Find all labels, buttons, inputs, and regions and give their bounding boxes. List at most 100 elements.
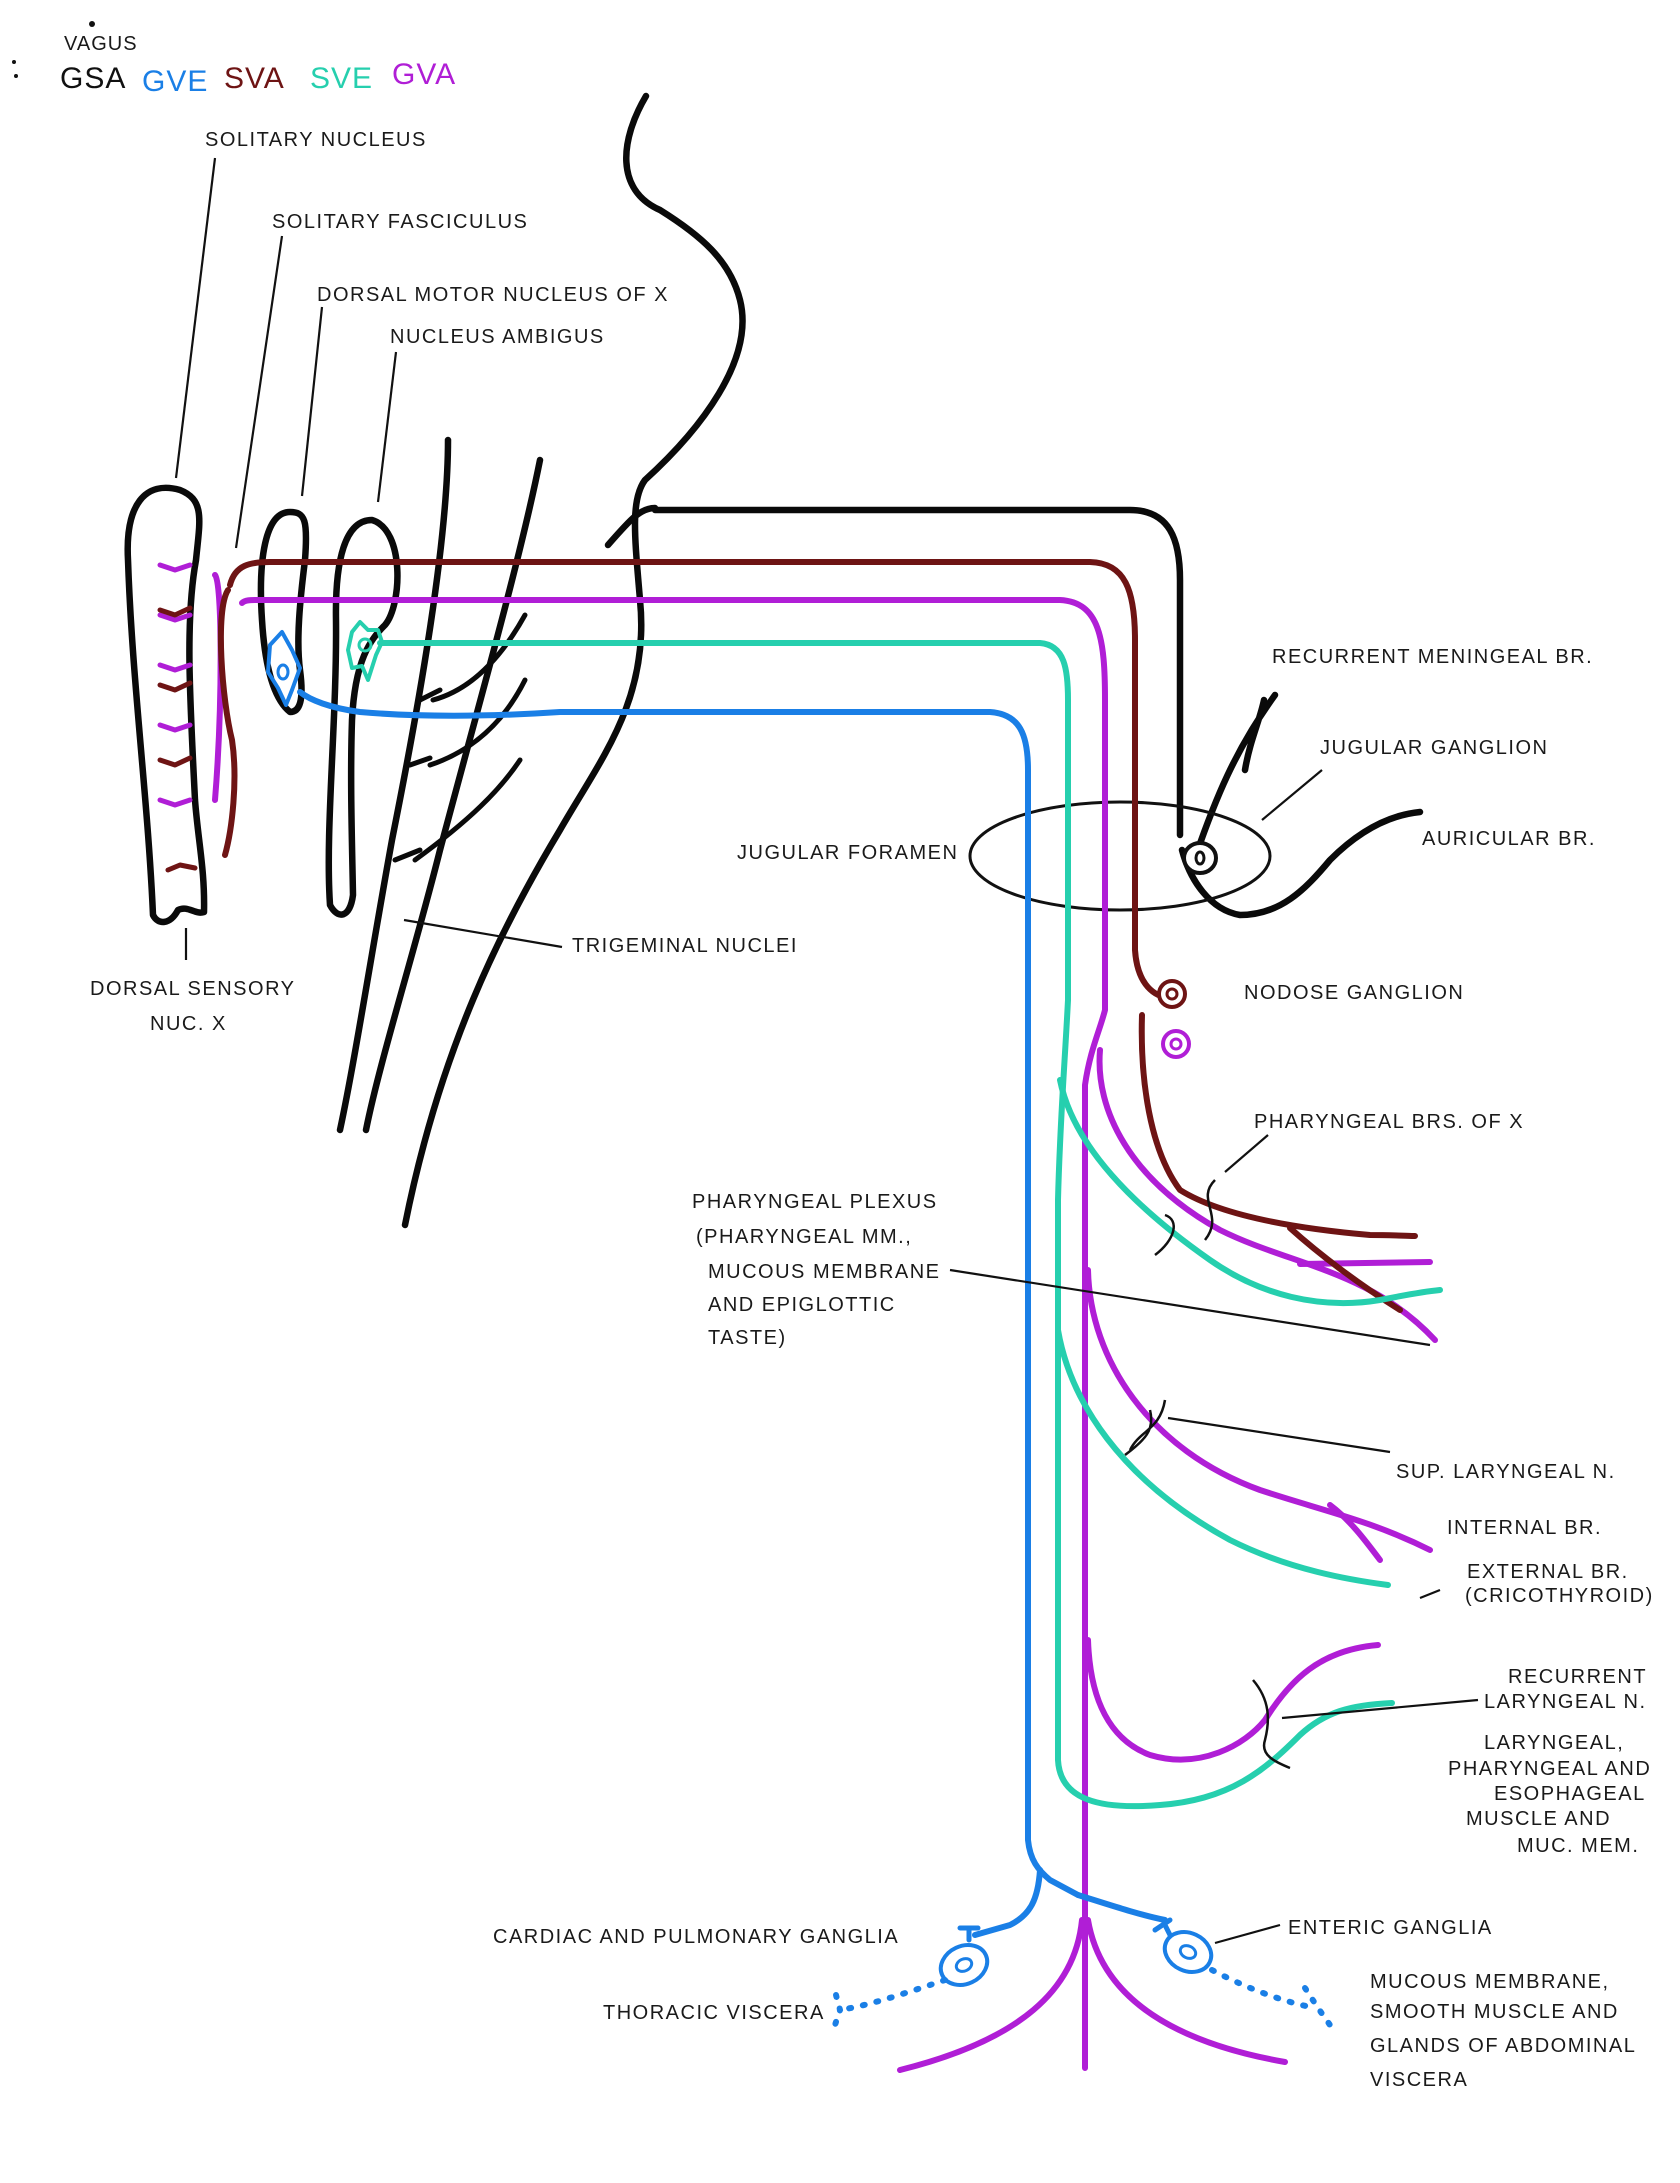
gve-main-trunk — [297, 689, 1081, 1898]
nodose-ganglion-gva-cell — [1161, 1029, 1191, 1059]
gve-cell-body — [266, 630, 302, 707]
dorsal-sensory-nucleus-outline — [124, 484, 208, 926]
label-recurrent-laryngeal-2: LARYNGEAL N. — [1484, 1691, 1647, 1713]
label-pharyngeal-plexus-3: MUCOUS MEMBRANE — [708, 1261, 941, 1283]
leader-pharyngeal-plexus — [949, 1268, 1431, 1347]
gve-cardiac-branch — [972, 1867, 1043, 1938]
leader-solitary-fasciculus — [234, 235, 284, 549]
enteric-ganglion — [1162, 1930, 1214, 1974]
nodose-ganglion-gva-nucleus — [1169, 1037, 1183, 1051]
abdominal-postganglionic — [1209, 1967, 1318, 2011]
label-pharyngeal-plexus-4: AND EPIGLOTTIC — [708, 1294, 896, 1316]
recurrent-meningeal-branch — [1192, 691, 1279, 859]
gva-abdominal-left — [897, 1917, 1085, 2073]
label-jugular-foramen: JUGULAR FORAMEN — [737, 842, 958, 864]
label-laryngeal-targets-5: MUC. MEM. — [1517, 1835, 1639, 1857]
legend-gsa: GSA — [60, 62, 126, 95]
jugular-foramen-ring — [968, 800, 1272, 912]
leader-sup-laryngeal — [1167, 1416, 1391, 1454]
markers — [174, 157, 1479, 1945]
gva-pharyngeal-sub — [1297, 1259, 1433, 1267]
label-abdominal-2: SMOOTH MUSCLE AND — [1370, 2001, 1619, 2023]
gva-internal-branch — [1085, 1267, 1433, 1553]
gva-recurrent-branch — [1085, 1637, 1381, 1763]
sva-pharyngeal-branch — [1138, 1012, 1418, 1239]
sva-solitary-tract — [217, 587, 238, 858]
label-nucleus-ambigus: NUCLEUS AMBIGUS — [390, 326, 605, 348]
brainstem-edge — [401, 92, 746, 1229]
label-dorsal-sensory-2: NUC. X — [150, 1013, 227, 1035]
label-abdominal-3: GLANDS OF ABDOMINAL — [1370, 2035, 1636, 2057]
trigeminal-fiber-3 — [412, 757, 523, 863]
label-pharyngeal-plexus-2: (PHARYNGEAL MM., — [696, 1226, 912, 1248]
label-external-br-2: (CRICOTHYROID) — [1465, 1585, 1654, 1607]
label-pharyngeal-plexus-1: PHARYNGEAL PLEXUS — [692, 1191, 938, 1213]
label-solitary-nucleus: SOLITARY NUCLEUS — [205, 129, 427, 151]
cardiac-ganglion-nucleus — [954, 1957, 974, 1973]
legend-sve: SVE — [310, 62, 373, 95]
brainstem-outline — [124, 92, 1184, 1229]
label-pharyngeal-brs: PHARYNGEAL BRS. OF X — [1254, 1111, 1524, 1133]
cardiac-pulmonary-ganglion — [938, 1943, 990, 1987]
sve-fibers — [346, 620, 1443, 1810]
label-cardiac-pulmonary: CARDIAC AND PULMONARY GANGLIA — [493, 1926, 899, 1948]
label-external-br-1: EXTERNAL BR. — [1467, 1561, 1629, 1583]
labels: SOLITARY NUCLEUS SOLITARY FASCICULUS DOR… — [90, 129, 1654, 2091]
recurrent-laryngeal-marker — [1252, 1679, 1291, 1770]
label-solitary-fasciculus: SOLITARY FASCICULUS — [272, 211, 528, 233]
gva-main-trunk — [239, 597, 1108, 2071]
diagram-title: VAGUS — [64, 33, 138, 55]
sva-dendrites — [157, 605, 198, 873]
label-recurrent-meningeal: RECURRENT MENINGEAL BR. — [1272, 646, 1593, 668]
enteric-ganglion-nucleus — [1178, 1944, 1198, 1960]
solitary-nucleus-outline — [257, 508, 310, 716]
label-enteric-ganglia: ENTERIC GANGLIA — [1288, 1917, 1493, 1939]
nucleus-ambigus-outline — [336, 436, 452, 1134]
trigeminal-fiber-2 — [427, 677, 528, 768]
sva-fibers — [157, 559, 1418, 1313]
auricular-branch — [1178, 808, 1424, 919]
gsa-peripheral — [968, 691, 1424, 919]
sva-main-trunk — [227, 559, 1171, 1001]
label-recurrent-laryngeal-1: RECURRENT — [1508, 1666, 1647, 1688]
nodose-ganglion-sva-nucleus — [1165, 987, 1179, 1001]
nodose-ganglion-sva-cell — [1157, 979, 1187, 1009]
leader-external-br — [1419, 1588, 1441, 1600]
leader-jugular-ganglion — [1261, 769, 1323, 821]
leader-nucleus-ambigus — [376, 351, 398, 503]
cardiac-synapse — [957, 1925, 981, 1943]
label-laryngeal-targets-1: LARYNGEAL, — [1484, 1732, 1624, 1754]
dorsal-motor-nucleus-outline — [325, 516, 401, 918]
gva-abdominal-right — [1085, 1917, 1288, 2065]
legend-gva: GVA — [392, 58, 456, 91]
label-dorsal-sensory-1: DORSAL SENSORY — [90, 978, 296, 1000]
legend-sva: SVA — [224, 62, 285, 95]
leader-solitary-nucleus — [174, 157, 217, 479]
sve-main-trunk — [377, 640, 1395, 1810]
label-pharyngeal-plexus-5: TASTE) — [708, 1327, 787, 1349]
trigeminal-fiber-1 — [430, 612, 528, 703]
label-abdominal-4: VISCERA — [1370, 2069, 1468, 2091]
enteric-synapse — [1152, 1917, 1173, 1938]
sve-cell-nucleus — [357, 637, 373, 653]
label-laryngeal-targets-3: ESOPHAGEAL — [1494, 1783, 1646, 1805]
pharyngeal-brs-marker — [1154, 1179, 1216, 1256]
legend: VAGUS GSA GVE SVA SVE GVA — [60, 33, 456, 98]
trigeminal-fiber-stub — [392, 687, 443, 863]
leader-recurrent-laryngeal — [1281, 1698, 1479, 1720]
label-dorsal-motor-nucleus: DORSAL MOTOR NUCLEUS OF X — [317, 284, 669, 306]
thoracic-endings — [832, 1992, 844, 2028]
gve-enteric-branch — [1075, 1892, 1168, 1923]
abdominal-endings — [1302, 1985, 1333, 2028]
label-nodose-ganglion: NODOSE GANGLION — [1244, 982, 1464, 1004]
gve-cell-nucleus — [276, 663, 290, 681]
leader-dorsal-motor — [300, 306, 324, 497]
jugular-ganglion-cell — [1182, 841, 1218, 875]
label-sup-laryngeal: SUP. LARYNGEAL N. — [1396, 1461, 1616, 1483]
jugular-ganglion-nucleus — [1194, 850, 1206, 866]
sve-cell — [346, 620, 384, 682]
gva-dendrites — [157, 562, 193, 808]
gva-internal-sub — [1327, 1502, 1383, 1563]
scan-specks — [12, 21, 95, 78]
